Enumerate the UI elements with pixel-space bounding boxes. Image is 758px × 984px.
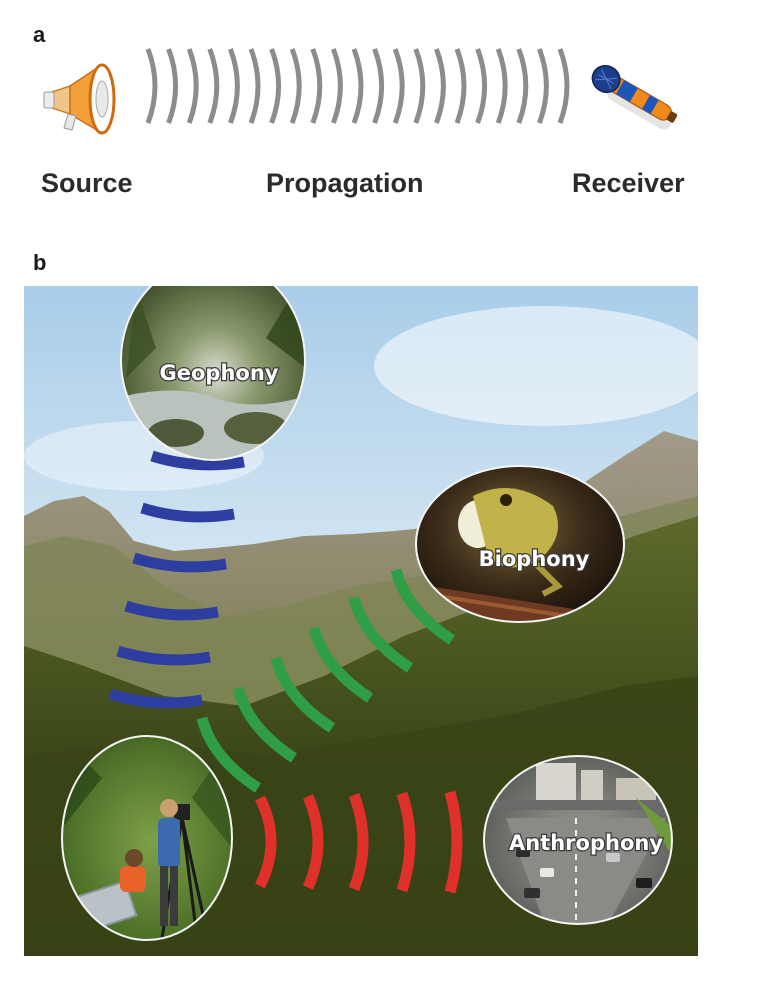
recordist-person [158, 818, 180, 868]
propagation-wave [392, 48, 405, 124]
propagation-wave [145, 48, 158, 124]
propagation-wave [351, 48, 364, 124]
anthrophony-wave [255, 795, 277, 889]
biophony-label: Biophony [479, 547, 590, 571]
microphone-icon [591, 65, 678, 130]
anthrophony-waves [255, 790, 463, 894]
panel-b-label: b [33, 250, 47, 275]
biophony-bubble: Biophony [415, 465, 625, 623]
source-propagation-receiver-diagram [43, 48, 678, 135]
anthrophony-wave [444, 790, 463, 894]
caption-source: Source [41, 168, 133, 198]
propagation-wave [516, 48, 529, 124]
anthrophony-wave [396, 791, 416, 893]
propagation-wave [289, 48, 302, 124]
propagation-wave [186, 48, 199, 124]
propagation-wave [454, 48, 467, 124]
propagation-waves [145, 48, 570, 124]
biophony-wave [270, 656, 336, 733]
anthrophony-label: Anthrophony [509, 831, 663, 855]
caption-receiver: Receiver [572, 168, 685, 198]
caption-propagation: Propagation [266, 168, 424, 198]
propagation-wave [434, 48, 446, 124]
propagation-wave [207, 48, 220, 124]
biophony-wave [196, 716, 262, 793]
propagation-wave [372, 48, 385, 124]
geophony-wave [132, 552, 227, 573]
propagation-wave [413, 48, 426, 124]
propagation-wave [475, 48, 488, 124]
propagation-wave [331, 48, 343, 124]
anthrophony-bubble: Anthrophony [483, 755, 673, 925]
cloud [374, 306, 698, 426]
propagation-wave [228, 48, 240, 124]
geophony-bubble: Geophony [120, 286, 306, 461]
geophony-wave [124, 600, 219, 621]
propagation-wave [310, 48, 323, 124]
anthrophony-wave [302, 794, 324, 890]
biophony-waves [196, 568, 456, 793]
soundscape-illustration: Geophony Biophony [24, 286, 698, 956]
propagation-wave [269, 48, 282, 124]
panel-a-label: a [33, 22, 46, 47]
propagation-wave [166, 48, 179, 124]
biophony-wave [390, 568, 456, 645]
geophony-wave [140, 502, 235, 523]
propagation-wave [248, 48, 261, 124]
geophony-waves [108, 450, 245, 709]
megaphone-icon [43, 63, 116, 135]
geophony-wave [116, 645, 211, 666]
geophony-wave [150, 450, 245, 471]
propagation-wave [557, 48, 570, 124]
biophony-wave [232, 686, 298, 763]
geophony-label: Geophony [160, 361, 279, 385]
propagation-wave [495, 48, 508, 124]
anthrophony-wave [348, 793, 369, 891]
biophony-wave [348, 596, 414, 673]
geophony-wave [108, 688, 203, 709]
biophony-wave [308, 626, 374, 703]
propagation-wave [537, 48, 549, 124]
